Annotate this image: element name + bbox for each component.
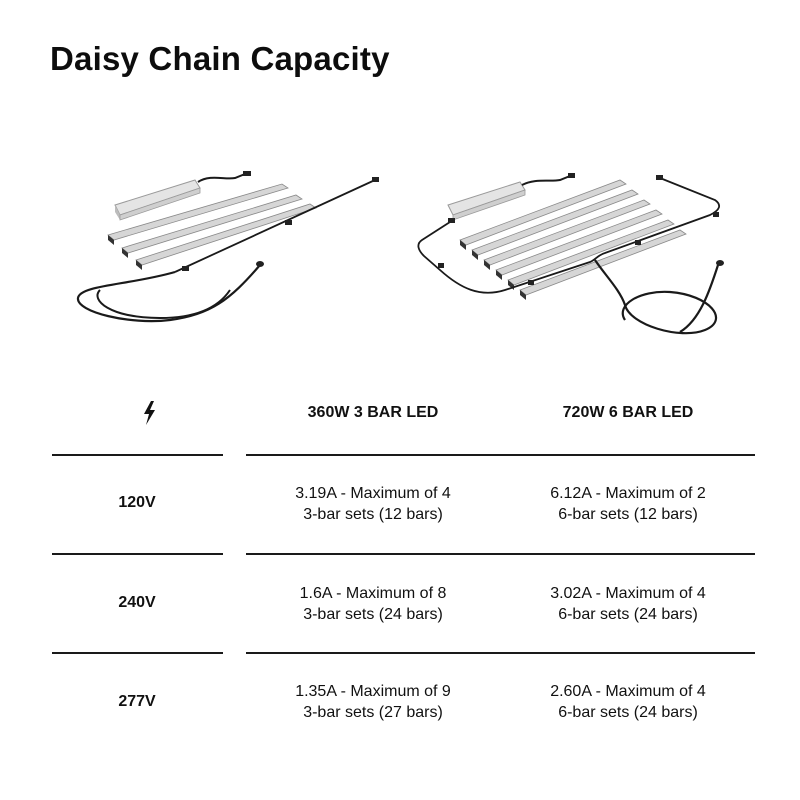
column-header-360w: 360W 3 BAR LED [307,404,439,421]
divider [52,553,223,555]
voltage-label-120v: 120V [118,494,156,511]
divider [52,454,223,456]
illustration-720w-6-bar-kit [410,160,760,345]
divider [246,454,755,456]
voltage-label-240v: 240V [118,594,156,611]
cell-line: 6.12A - Maximum of 2 [550,485,706,502]
cell-line: 3.02A - Maximum of 4 [550,585,706,602]
table-cell: 6.12A - Maximum of 2 6-bar sets (12 bars… [508,483,748,525]
table-cell: 3.19A - Maximum of 4 3-bar sets (12 bars… [253,483,493,525]
divider [52,652,223,654]
led-bars-icon [107,183,317,270]
cell-line: 6-bar sets (12 bars) [558,506,698,523]
divider [246,553,755,555]
page-title: Daisy Chain Capacity [50,40,390,77]
cell-line: 1.35A - Maximum of 9 [295,683,451,700]
cell-line: 3-bar sets (24 bars) [303,606,443,623]
lightning-bolt-icon [140,400,160,426]
cell-line: 3-bar sets (27 bars) [303,704,443,721]
driver-icon [447,173,575,221]
led-bars-icon [459,179,687,300]
cell-line: 1.6A - Maximum of 8 [299,585,447,602]
cell-line: 6-bar sets (24 bars) [558,704,698,721]
table-cell: 1.35A - Maximum of 9 3-bar sets (27 bars… [253,681,493,723]
column-header-720w: 720W 6 BAR LED [562,404,694,421]
driver-icon [114,171,251,221]
voltage-label-277v: 277V [118,693,156,710]
table-cell: 3.02A - Maximum of 4 6-bar sets (24 bars… [508,583,748,625]
cell-line: 6-bar sets (24 bars) [558,606,698,623]
cell-line: 3.19A - Maximum of 4 [295,485,451,502]
divider [246,652,755,654]
table-cell: 1.6A - Maximum of 8 3-bar sets (24 bars) [253,583,493,625]
cell-line: 2.60A - Maximum of 4 [550,683,706,700]
illustration-360w-3-bar-kit [70,160,400,340]
table-cell: 2.60A - Maximum of 4 6-bar sets (24 bars… [508,681,748,723]
cell-line: 3-bar sets (12 bars) [303,506,443,523]
